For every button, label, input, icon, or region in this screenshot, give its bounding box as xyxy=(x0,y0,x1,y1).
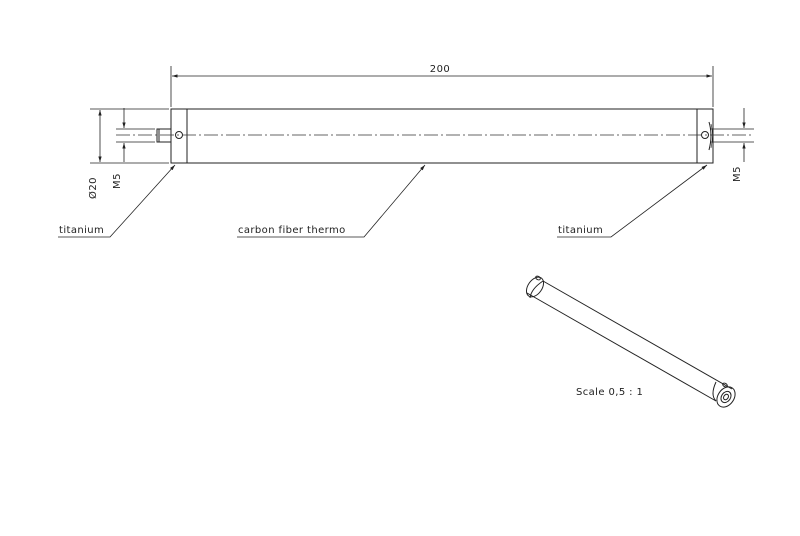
left-stud xyxy=(156,128,172,143)
left-thread-dimension xyxy=(116,108,155,162)
center-material-label: carbon fiber thermo xyxy=(238,225,346,236)
iso-left-hole xyxy=(535,275,541,281)
diameter-value: Ø20 xyxy=(87,177,99,199)
right-thread-dimension xyxy=(710,108,754,162)
left-material-label: titanium xyxy=(59,225,104,236)
center-leader xyxy=(237,164,426,238)
isometric-view xyxy=(525,275,736,408)
iso-right-end xyxy=(716,386,736,408)
front-view xyxy=(156,108,714,164)
left-thread-value: M5 xyxy=(112,173,123,189)
iso-left-end xyxy=(525,276,545,298)
scale-label: Scale 0,5 : 1 xyxy=(576,387,643,398)
leaders xyxy=(58,164,708,238)
tube-outline xyxy=(170,108,714,164)
diameter-dimension xyxy=(90,108,169,164)
length-dimension xyxy=(170,66,714,107)
left-leader xyxy=(58,164,176,238)
iso-right-hole xyxy=(722,382,728,388)
right-material-label: titanium xyxy=(558,225,603,236)
right-leader xyxy=(557,164,708,238)
right-thread-value: M5 xyxy=(732,166,743,182)
length-value: 200 xyxy=(430,64,451,75)
